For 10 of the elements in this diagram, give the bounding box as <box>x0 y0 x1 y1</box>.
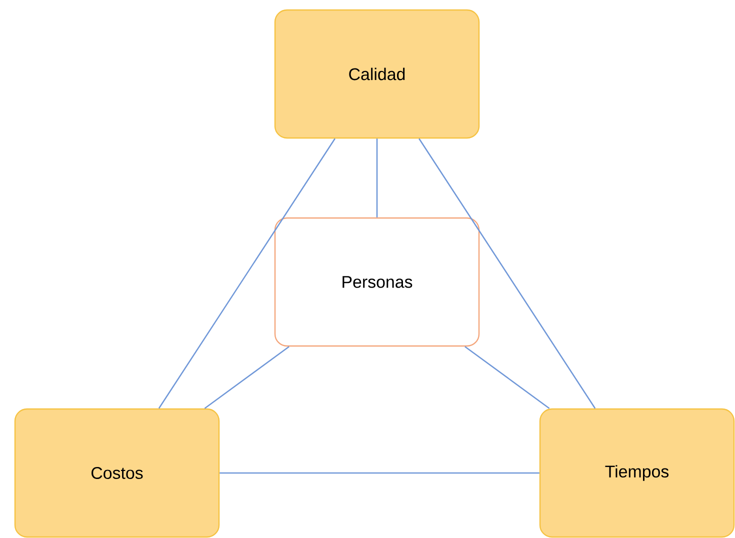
connector-line <box>220 472 540 474</box>
connector-line <box>158 138 336 409</box>
process-box: Calidad <box>274 9 480 139</box>
process-box: Tiempos <box>539 408 735 538</box>
process-box: Costos <box>14 408 220 538</box>
connector-line <box>464 346 550 409</box>
connector-line <box>204 346 290 409</box>
connector-line <box>418 138 596 409</box>
center-box: Personas <box>274 217 480 347</box>
connector-line <box>376 138 378 218</box>
